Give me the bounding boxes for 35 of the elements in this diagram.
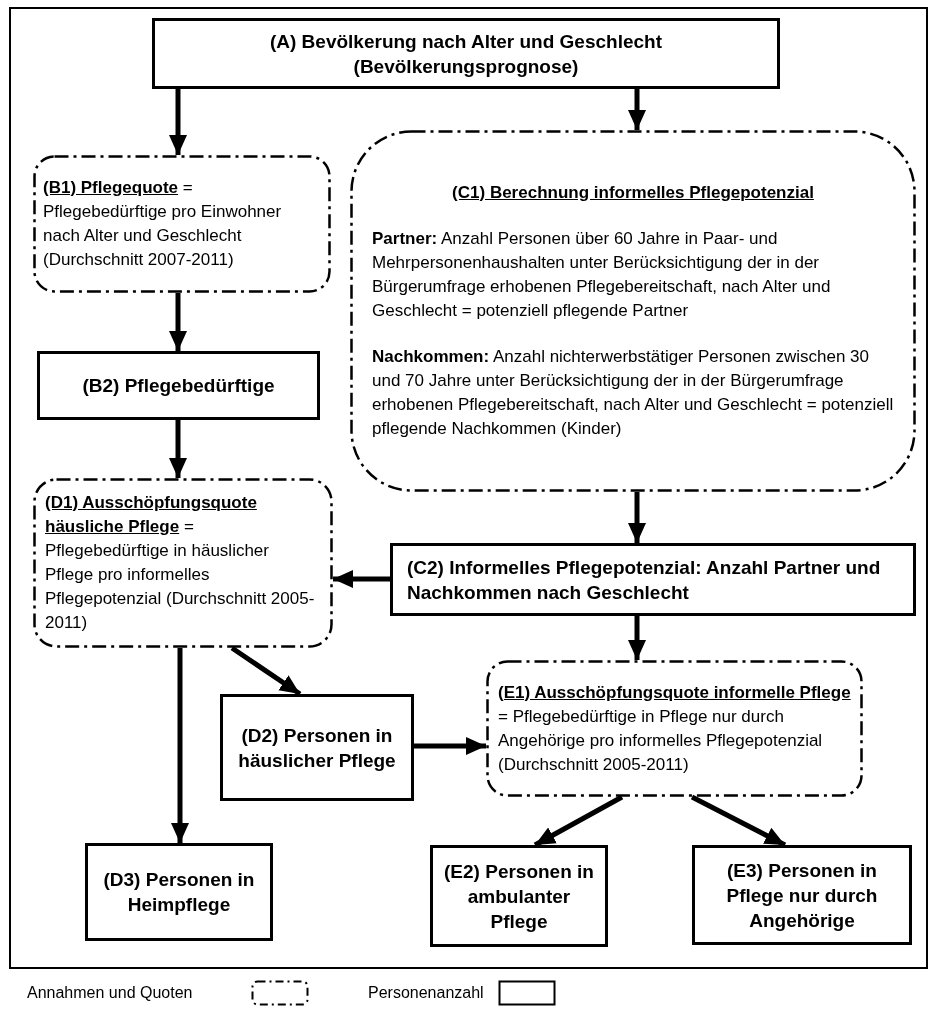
assumption-box	[33, 478, 333, 648]
arrow	[171, 648, 189, 843]
legend-label: Personenanzahl	[368, 984, 484, 1002]
process-box	[37, 351, 320, 420]
arrow	[628, 89, 646, 130]
arrow	[333, 570, 390, 588]
process-box	[390, 543, 916, 616]
assumption-box	[486, 660, 863, 797]
box-heading: (C1) Berechnung informelles Pflegepotenzial	[451, 182, 815, 204]
process-box	[430, 845, 608, 947]
box-label: (A) Bevölkerung nach Alter und Geschlecht (Bevölkerungsprognose)	[268, 29, 663, 79]
box-text: (D1) Ausschöpfungsquote häusliche Pflege = Pflegebedürftige in häuslicher Pflege pro informelles Pflegepotenzial (Durchschnitt 2005-2011)	[45, 492, 316, 634]
box-label: (D3) Personen in Heimpflege	[102, 868, 256, 917]
box-text: (E1) Ausschöpfungsquote informelle Pflege = Pflegebedürftige in Pflege nur durch Angehörige pro informelles Pflegepotenzial (Durchschnitt 2005-2011)	[498, 681, 851, 776]
arrow	[169, 420, 187, 478]
legend-label: Annahmen und Quoten	[27, 984, 193, 1002]
arrow	[169, 89, 187, 155]
box-label: (D2) Personen in häuslicher Pflege	[237, 723, 397, 773]
arrow	[169, 293, 187, 351]
box-label: (E2) Personen in ambulanter Pflege	[443, 859, 595, 934]
box-label: (C2) Informelles Pflegepotenzial: Anzahl Partner und Nachkommen nach Geschlecht	[407, 555, 882, 605]
process-box	[152, 18, 780, 89]
arrow	[628, 492, 646, 543]
arrow	[414, 737, 486, 755]
process-box	[692, 845, 912, 945]
process-box	[85, 843, 273, 941]
assumption-box	[33, 155, 331, 293]
box-text: (B1) Pflegequote = Pflegebedürftige pro Einwohner nach Alter und Geschlecht (Durchschnitt 2007-2011)	[43, 177, 283, 271]
process-box	[220, 694, 414, 801]
box-label: (E3) Personen in Pflege nur durch Angehörige	[725, 858, 879, 933]
box-text: Partner: Anzahl Personen über 60 Jahre in Paar- und Mehrpersonenhaushalten unter Berücksichtigung der in der Bürgerumfrage erhobenen Pflegebereitschaft, nach Alter und Geschlecht = potenziell pflegende Partner	[372, 228, 832, 322]
arrow	[628, 616, 646, 660]
box-text: Nachkommen: Anzahl nichterwerbstätiger Personen zwischen 30 und 70 Jahre unter Berücksichtigung der in der Bürgerumfrage erhobenen Pflegebereitschaft, nach Alter und Geschlecht = potenziell pflegende Nachkommen (Kinder)	[372, 346, 894, 440]
box-label: (B2) Pflegebedürftige	[82, 374, 275, 398]
assumption-box	[350, 130, 916, 492]
